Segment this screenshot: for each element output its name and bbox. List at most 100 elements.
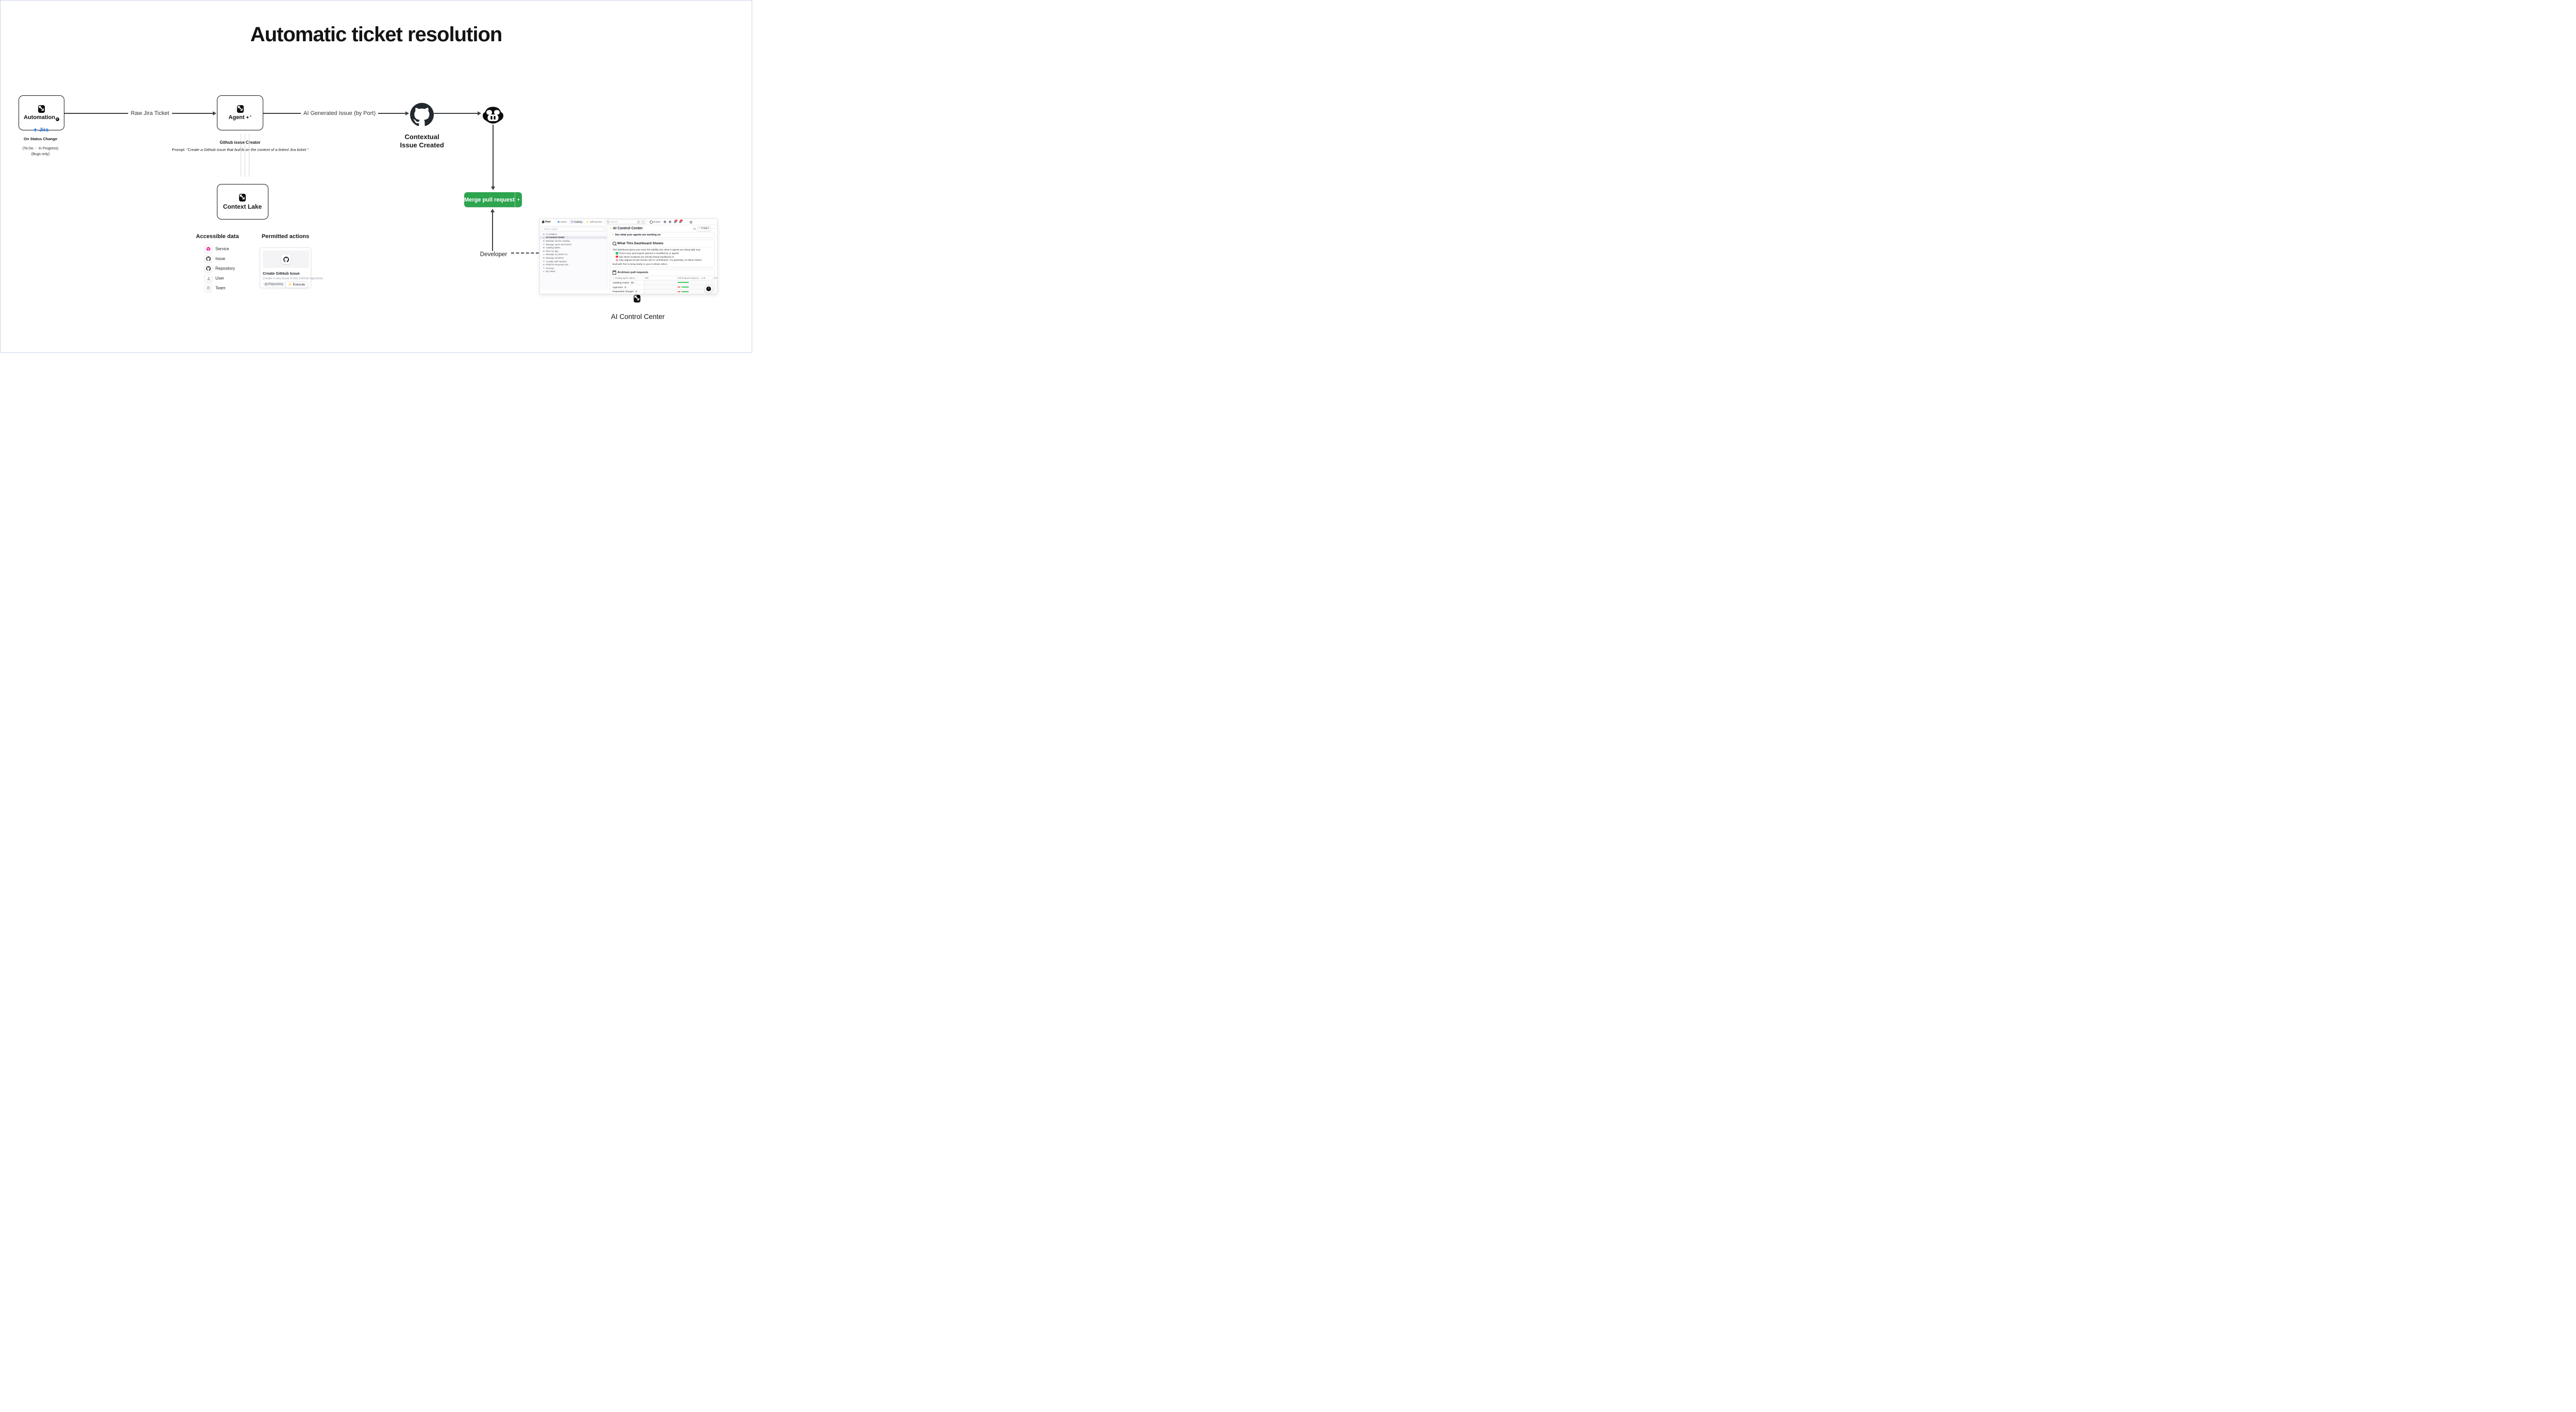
sidebar-search-input[interactable]: Search pages [542, 227, 605, 231]
execute-button[interactable]: ⚡ Execute [285, 281, 308, 288]
sidebar-item-platform-requests[interactable]: Platform Requests Da... [540, 263, 607, 266]
action-description: Create a new issue in this GitHub reposi… [263, 277, 324, 280]
sidebar-item-my-tasks[interactable]: My Tasks [540, 270, 607, 274]
brain-icon [616, 259, 618, 262]
more-menu-icon[interactable]: ⋯ [684, 220, 687, 224]
port-logo-icon [239, 193, 246, 201]
help-button-label: ? [706, 287, 711, 291]
more-menu-icon[interactable]: ⋯ [712, 227, 715, 230]
sidebar-item-manage-incidents[interactable]: Manage incidents [540, 256, 607, 260]
search-icon [606, 221, 609, 223]
accessible-data-item: Service [205, 245, 229, 253]
sidebar-item-ai-initiative[interactable]: AI Initiative [540, 232, 607, 236]
home-icon [557, 221, 560, 223]
avatar[interactable] [689, 220, 692, 224]
bullet-item: Stay aligned across human and AI contrib… [616, 259, 711, 261]
catalog-icon [571, 221, 573, 223]
siren-icon [616, 255, 618, 258]
page-icon [543, 254, 545, 256]
page-icon [543, 264, 545, 265]
play-icon: ▶ [56, 117, 60, 121]
count-badge: 20 [630, 281, 635, 284]
sparkles-icon: ✦ [612, 233, 614, 236]
add-widget-button[interactable]: + Widget [697, 226, 711, 231]
column-header[interactable]: ⊙ Coding agent status ⓘ [613, 276, 638, 279]
clock-icon[interactable]: 2 [673, 219, 677, 223]
sidebar-item-manage-users-teams[interactable]: Manage users and teams [540, 243, 607, 246]
accessible-data-label: Repository [215, 266, 235, 271]
sidebar-item-plan-my-day[interactable]: Plan my day [540, 249, 607, 253]
sidebar-item-surveys[interactable]: Surveys [540, 266, 607, 270]
sparkles-icon: ✦✦ [245, 114, 252, 120]
merge-pull-request-button[interactable]: Merge pull request ▾ [464, 192, 522, 207]
invite-user-icon[interactable] [663, 221, 666, 223]
user-icon [205, 274, 212, 282]
dashboard-page-title: AI Control Center [613, 227, 643, 230]
arrowhead-right-icon [478, 111, 481, 115]
page-icon [543, 247, 545, 248]
sidebar-item-comply-with-standards[interactable]: Comply with standar... [540, 260, 607, 263]
port-logo-icon [38, 105, 45, 113]
column-header[interactable]: Pull Request Urgency [677, 277, 699, 280]
urgency-bar-green [681, 291, 689, 292]
port-brand: Port [542, 221, 551, 224]
ai-control-center-screenshot: Port Home Catalog ⚡ Self-service Search … [539, 218, 718, 294]
create-github-issue-card[interactable]: Create GitHub Issue Create a new issue i… [260, 247, 323, 288]
team-icon [205, 284, 212, 292]
nav-search-input[interactable]: Search ⌘ K [604, 220, 647, 224]
help-button[interactable]: ? [705, 285, 713, 293]
jira-integration: Jira [32, 127, 48, 133]
k-key: K [641, 220, 645, 224]
accessible-data-label: Issue [215, 256, 226, 261]
count-badge: 5 [623, 285, 628, 289]
bullet-item: ✓ Track every pull request opened or mod… [616, 251, 679, 255]
table-icon [613, 271, 616, 275]
page-icon [543, 237, 545, 239]
nav-item-home[interactable]: Home [557, 221, 567, 223]
developer-label: Developer [480, 251, 507, 258]
accessible-data-label: User [215, 276, 224, 281]
page-icon [543, 243, 545, 245]
agents-banner: ✦ See what your agents are working on [609, 232, 715, 238]
team-icon[interactable] [693, 227, 696, 230]
urgency-bar-green [681, 287, 689, 288]
edge-github-copilot [434, 113, 479, 114]
column-header[interactable]: ⊙ Days Old [713, 276, 718, 279]
trigger-filter: (Bugs only) [31, 152, 50, 156]
announcement-icon[interactable] [679, 220, 683, 223]
automation-node: Automation ▶ [19, 95, 64, 130]
agent-node-label: Agent [228, 114, 245, 121]
sidebar-item-ai-control-center[interactable]: AI Control Center [540, 236, 607, 240]
sparkles-icon: ✦ [609, 227, 612, 230]
github-icon [205, 255, 212, 263]
merge-dropdown-button[interactable]: ▾ [515, 192, 522, 207]
accessible-data-item: User [205, 274, 224, 282]
sidebar-item-manage-service-catalog[interactable]: Manage service catalog [540, 239, 607, 243]
port-logo-icon [236, 105, 244, 113]
agent-node: Agent ✦✦ [217, 95, 263, 130]
repository-tag[interactable]: Repository [263, 282, 285, 287]
checklist-icon[interactable] [668, 221, 671, 223]
agents-banner-text: See what your agents are working on [615, 233, 661, 237]
automation-node-label: Automation [23, 114, 56, 121]
port-brand-label: Port [545, 220, 551, 224]
jira-icon [33, 128, 36, 132]
github-icon [265, 283, 267, 285]
pointing-hand-icon: ☞ [34, 147, 38, 150]
info-card-footer: Built with Port to bring clarity to your… [613, 263, 668, 266]
sidebar-item-catalog-tables[interactable]: Catalog tables [540, 246, 607, 249]
sidebar-item-manage-my-teams-work[interactable]: Manage my team's w... [540, 253, 607, 257]
builder-button[interactable]: Builder [649, 220, 661, 224]
caret-down-icon: ▾ [517, 197, 520, 202]
nav-item-catalog[interactable]: Catalog [569, 220, 584, 224]
merge-button-label[interactable]: Merge pull request [464, 196, 515, 203]
column-header[interactable]: Title [645, 277, 649, 280]
column-header[interactable]: Link [701, 277, 705, 280]
edge-label-raw-jira-ticket: Raw Jira Ticket [128, 110, 172, 116]
page-icon [543, 233, 545, 235]
chevron-right-icon: › [635, 281, 637, 284]
nav-item-self-service[interactable]: ⚡ Self-service [586, 220, 602, 224]
